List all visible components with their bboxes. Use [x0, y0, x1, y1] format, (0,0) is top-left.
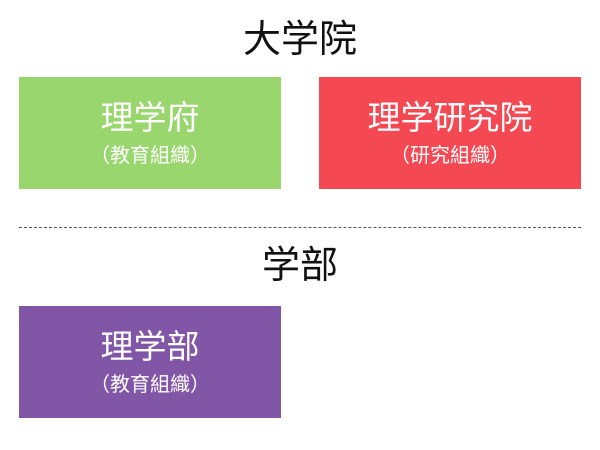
rigaku-kenkyuin-label: 理学研究院 [367, 98, 533, 137]
rigaku-kenkyuin-box: 理学研究院 （研究組織） [319, 77, 581, 189]
rigakufu-box: 理学府 （教育組織） [19, 77, 281, 189]
graduate-section-title: 大学院 [242, 17, 357, 61]
section-divider [19, 227, 581, 228]
rigakubu-label: 理学部 [100, 327, 200, 366]
rigakufu-label: 理学府 [100, 98, 200, 137]
undergraduate-section-title: 学部 [261, 243, 338, 287]
rigaku-kenkyuin-sublabel: （研究組織） [390, 143, 510, 167]
rigakubu-box: 理学部 （教育組織） [19, 306, 281, 418]
rigakubu-sublabel: （教育組織） [90, 372, 210, 396]
rigakufu-sublabel: （教育組織） [90, 143, 210, 167]
